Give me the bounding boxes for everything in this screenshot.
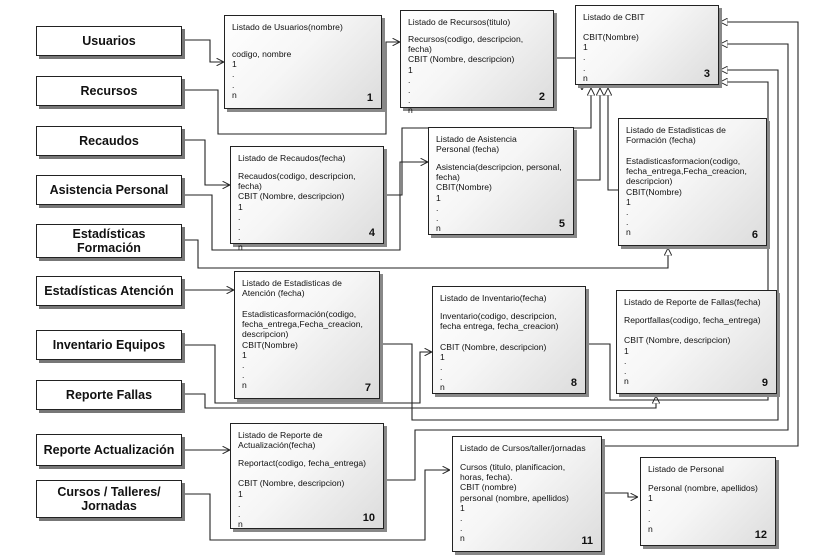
table-number: 11	[581, 534, 593, 547]
table-fields: Recursos(codigo, descripcion, fecha) CBI…	[408, 34, 524, 116]
table-fields: Reportfallas(codigo, fecha_entrega) CBIT…	[624, 315, 761, 387]
table-estadisticas-formacion: Listado de Estadisticas de Formación (fe…	[618, 118, 767, 246]
line-recaudos-to-t4	[182, 139, 230, 185]
table-recursos: Listado de Recursos(titulo) Recursos(cod…	[400, 10, 554, 115]
table-fields: Reportact(codigo, fecha_entrega) CBIT (N…	[238, 458, 367, 530]
table-title: Listado de Reporte de Fallas(fecha)	[624, 297, 761, 307]
line-inventario-to-t8	[182, 344, 432, 404]
source-asistencia-personal: Asistencia Personal	[36, 175, 182, 205]
source-reporte-actualizacion: Reporte Actualización	[36, 434, 182, 466]
table-number: 10	[362, 511, 375, 524]
table-title: Listado de Recaudos(fecha)	[238, 153, 346, 163]
table-title: Listado de Reporte de Actualización(fech…	[238, 430, 323, 451]
line-cursos-to-t11	[182, 470, 450, 541]
line-usuarios-to-t1	[182, 39, 224, 62]
table-number: 5	[558, 217, 565, 230]
table-personal: Listado de Personal Personal (nombre, ap…	[640, 457, 776, 546]
table-fields: codigo, nombre 1 . . n	[232, 49, 292, 100]
source-recaudos: Recaudos	[36, 126, 182, 156]
table-title: Listado de Estadisticas de Formación (fe…	[626, 125, 726, 146]
line-recursos-to-t2	[182, 42, 400, 135]
table-reporte-fallas: Listado de Reporte de Fallas(fecha) Repo…	[616, 290, 777, 394]
line-estadform-to-t6	[182, 239, 668, 269]
table-number: 9	[761, 376, 768, 389]
source-usuarios: Usuarios	[36, 26, 182, 56]
table-fields: Recaudos(codigo, descripcion, fecha) CBI…	[238, 171, 356, 253]
link-t8-cbit	[552, 82, 769, 401]
source-cursos-talleres-jornadas: Cursos / Talleres/ Jornadas	[36, 480, 182, 518]
table-fields: CBIT(Nombre) 1 . . n	[583, 32, 639, 83]
table-usuarios: Listado de Usuarios(nombre) codigo, nomb…	[224, 15, 382, 109]
source-inventario-equipos: Inventario Equipos	[36, 330, 182, 360]
table-fields: Estadisticasformación(codigo, fecha_entr…	[242, 309, 363, 391]
table-number: 7	[364, 381, 371, 394]
source-estadisticas-formacion: Estadísticas Formación	[36, 224, 182, 258]
table-number: 3	[703, 67, 710, 80]
table-recaudos: Listado de Recaudos(fecha) Recaudos(codi…	[230, 146, 384, 252]
table-number: 2	[538, 90, 545, 103]
table-number: 1	[366, 91, 373, 104]
table-number: 4	[368, 226, 375, 239]
table-title: Listado de Usuarios(nombre)	[232, 22, 343, 32]
table-fields: Cursos (titulo, planificacion, horas, fe…	[460, 462, 569, 544]
table-fields: Inventario(codigo, descripcion, fecha en…	[440, 311, 559, 393]
table-fields: Personal (nombre, apellidos) 1 . . n	[648, 483, 758, 534]
table-title: Listado de Estadisticas de Atención (fec…	[242, 278, 342, 299]
table-estadisticas-atencion: Listado de Estadisticas de Atención (fec…	[234, 271, 380, 399]
table-fields: Asistencia(descripcion, personal, fecha)…	[436, 162, 562, 234]
table-title: Listado de Asistencia Personal (fecha)	[436, 134, 517, 155]
table-cbit: Listado de CBIT CBIT(Nombre) 1 . . n 3	[575, 5, 719, 85]
table-title: Listado de Cursos/taller/jornadas	[460, 443, 586, 453]
table-asistencia-personal: Listado de Asistencia Personal (fecha) A…	[428, 127, 574, 235]
table-number: 12	[754, 528, 767, 541]
line-fallas-to-t9	[182, 393, 656, 409]
source-recursos: Recursos	[36, 76, 182, 106]
table-reporte-actualizacion: Listado de Reporte de Actualización(fech…	[230, 423, 384, 529]
link-t6-cbit	[608, 88, 618, 191]
table-title: Listado de Recursos(titulo)	[408, 17, 511, 27]
line-asistencia-to-t5	[182, 162, 428, 251]
link-t7-cbit	[340, 70, 779, 421]
table-inventario: Listado de Inventario(fecha) Inventario(…	[432, 286, 586, 394]
source-reporte-fallas: Reporte Fallas	[36, 380, 182, 410]
table-title: Listado de Inventario(fecha)	[440, 293, 547, 303]
table-title: Listado de Personal	[648, 464, 724, 474]
table-number: 6	[751, 228, 758, 241]
link-t10-cbit	[340, 44, 789, 481]
source-estadisticas-atencion: Estadísticas Atención	[36, 276, 182, 306]
table-fields: Estadisticasformacion(codigo, fecha_entr…	[626, 156, 747, 238]
table-number: 8	[570, 376, 577, 389]
table-title: Listado de CBIT	[583, 12, 645, 22]
table-cursos: Listado de Cursos/taller/jornadas Cursos…	[452, 436, 602, 552]
